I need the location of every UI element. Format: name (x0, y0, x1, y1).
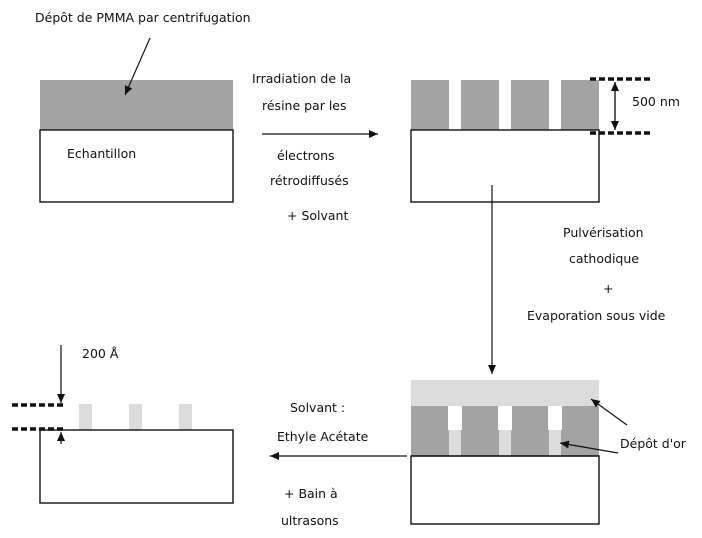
step-irradiation-label: Irradiation de la résine par les électro… (252, 71, 351, 223)
svg-text:Ethyle Acétate: Ethyle Acétate (277, 429, 369, 444)
svg-text:Solvant :: Solvant : (290, 400, 345, 415)
pmma-layer (40, 80, 233, 130)
svg-text:électrons: électrons (277, 148, 335, 163)
panel-final-structures (12, 345, 234, 504)
svg-text:ultrasons: ultrasons (281, 513, 339, 528)
svg-text:Irradiation de la: Irradiation de la (252, 71, 351, 86)
substrate-gold (410, 455, 600, 525)
svg-text:Pulvérisation: Pulvérisation (563, 225, 644, 240)
top-caption: Dépôt de PMMA par centrifugation (35, 10, 251, 25)
substrate-patterned (410, 129, 600, 203)
gold-deposit-label: Dépôt d'or (620, 436, 687, 451)
svg-text:cathodique: cathodique (569, 251, 639, 266)
svg-text:+: + (603, 281, 613, 296)
svg-text:+ Bain à: + Bain à (284, 486, 338, 501)
step-deposition-label: Pulvérisation cathodique + Evaporation s… (527, 225, 666, 323)
svg-text:rétrodiffusés: rétrodiffusés (270, 173, 349, 188)
substrate-sample (39, 129, 234, 203)
caption-pointer-arrow (124, 37, 151, 96)
svg-text:+ Solvant: + Solvant (287, 208, 348, 223)
step-liftoff-label: Solvant : Ethyle Acétate + Bain à ultras… (277, 400, 369, 528)
panel-initial-sample: Echantillon (39, 80, 234, 203)
panel-gold-deposited (410, 380, 628, 525)
svg-text:résine par les: résine par les (262, 98, 347, 113)
svg-text:Evaporation sous vide: Evaporation sous vide (527, 308, 666, 323)
substrate-final (39, 429, 234, 504)
panel-patterned-resist (410, 77, 652, 203)
thickness-500nm: 500 nm (632, 94, 680, 109)
thickness-200a: 200 Å (82, 346, 119, 361)
sample-label: Echantillon (67, 146, 136, 161)
